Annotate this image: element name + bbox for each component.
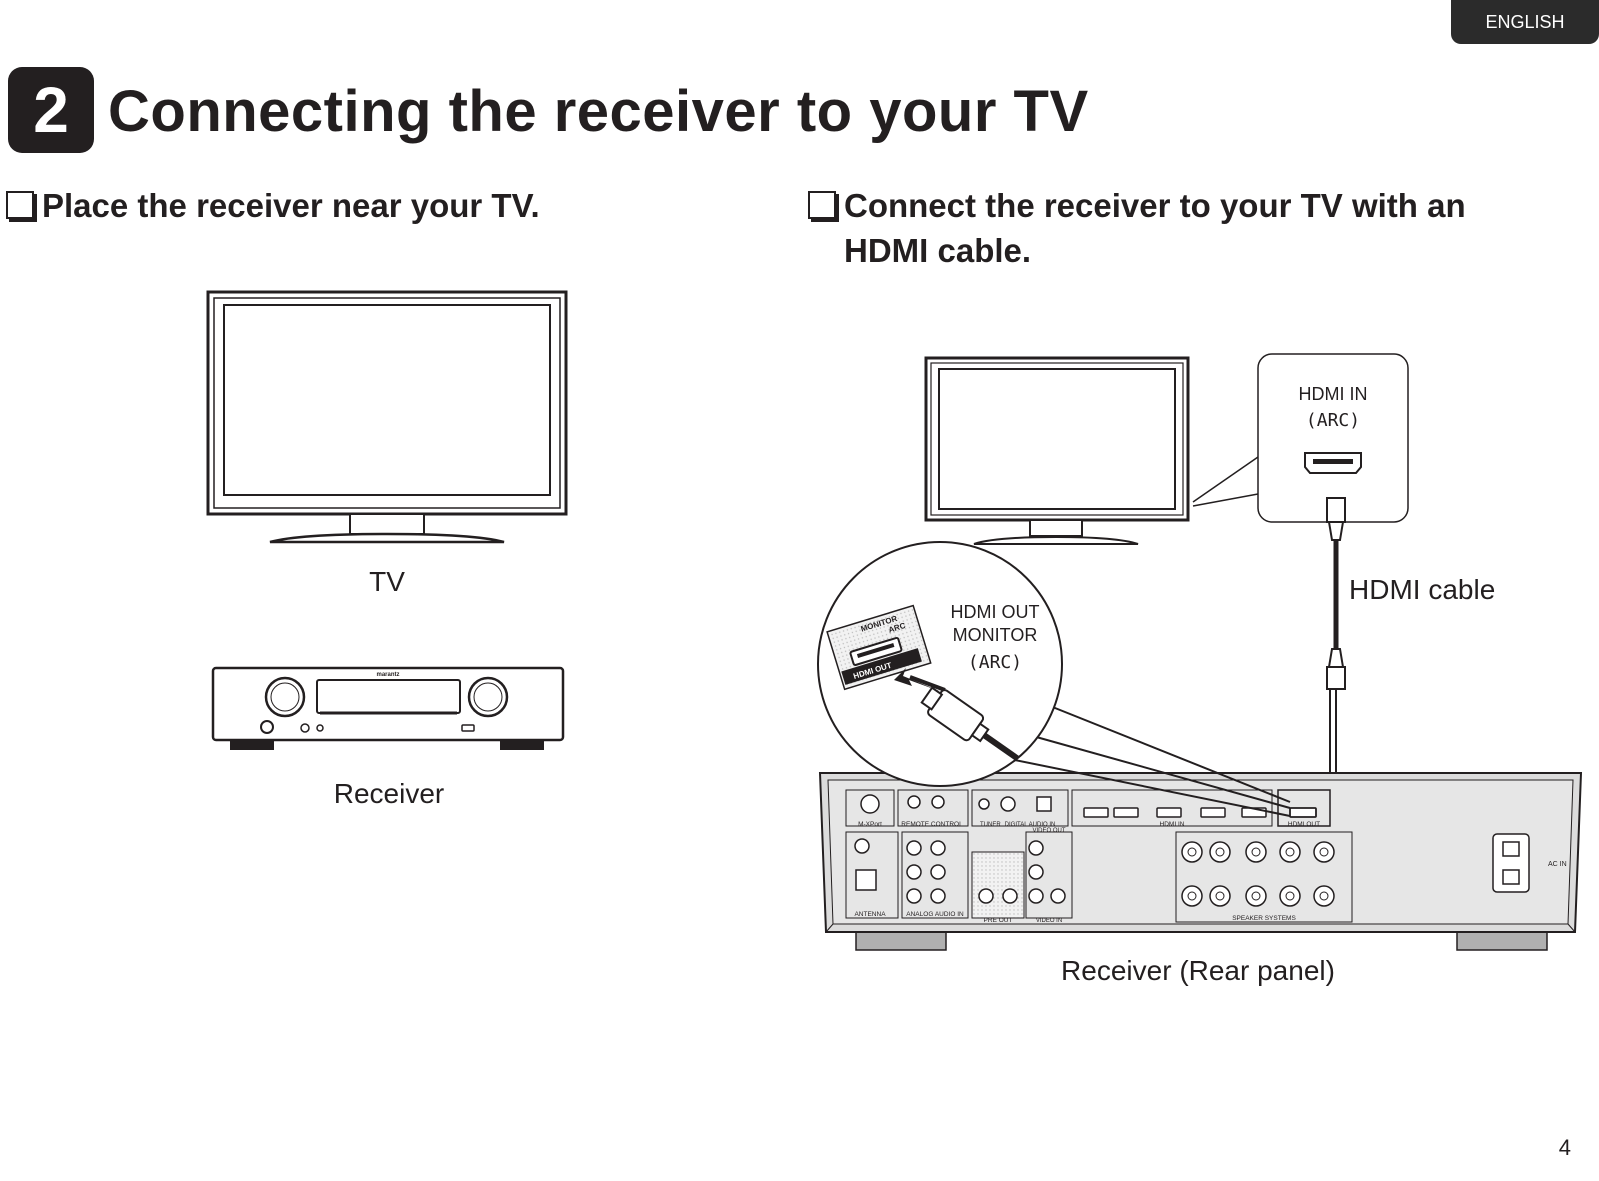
svg-text:AC IN: AC IN (1548, 861, 1567, 868)
svg-text:DIGITAL AUDIO IN: DIGITAL AUDIO IN (1005, 822, 1056, 828)
svg-text:TUNER: TUNER (980, 822, 1001, 828)
svg-text:PRE OUT: PRE OUT (984, 917, 1013, 924)
svg-text:HDMI OUT: HDMI OUT (1288, 821, 1320, 828)
page-number: 4 (1558, 1135, 1571, 1160)
language-tab[interactable]: ENGLISH (1451, 0, 1599, 44)
svg-text:SPEAKER SYSTEMS: SPEAKER SYSTEMS (1232, 915, 1296, 922)
svg-text:VIDEO OUT: VIDEO OUT (1032, 828, 1065, 834)
tv-illustration (206, 290, 568, 544)
receiver-rear-panel: M-XPort REMOTE CONTROL TUNER DIGITAL AUD… (818, 772, 1583, 951)
svg-text:ANTENNA: ANTENNA (854, 911, 886, 918)
receiver-front-illustration: marantz (211, 666, 565, 750)
hdmi-in-arc-label: (ARC) (1305, 410, 1361, 431)
hdmi-out-label: HDMI OUT (950, 602, 1040, 622)
instruction-text-line1: Connect the receiver to your TV with an (844, 187, 1466, 224)
receiver-brand-logo: marantz (376, 672, 399, 678)
monitor-label: MONITOR (952, 625, 1038, 645)
hdmi-cable (1326, 497, 1346, 788)
svg-text:ANALOG AUDIO IN: ANALOG AUDIO IN (906, 911, 964, 918)
svg-text:VIDEO IN: VIDEO IN (1036, 918, 1062, 924)
receiver-caption: Receiver (333, 778, 445, 809)
hdmi-out-closeup-callout: MONITOR ARC HDMI OUT (817, 541, 1291, 817)
tv-caption: TV (369, 566, 405, 597)
arc-label: (ARC) (967, 652, 1023, 673)
svg-text:M-XPort: M-XPort (858, 821, 882, 828)
svg-text:REMOTE CONTROL: REMOTE CONTROL (901, 821, 963, 828)
page-title: Connecting the receiver to your TV (108, 79, 1089, 144)
checkbox-icon (6, 191, 34, 219)
svg-text:HDMI IN: HDMI IN (1160, 821, 1185, 828)
checkbox-icon (808, 191, 836, 219)
hdmi-in-callout (1192, 353, 1409, 523)
instruction-place-receiver: Place the receiver near your TV. (6, 183, 540, 228)
step-number-badge: 2 (8, 67, 94, 153)
instruction-connect-hdmi: Connect the receiver to your TV with an … (808, 183, 1568, 273)
instruction-text-line2: HDMI cable. (844, 232, 1032, 269)
hdmi-cable-label: HDMI cable (1349, 574, 1496, 605)
tv-rear-illustration (924, 356, 1190, 545)
instruction-text: Place the receiver near your TV. (42, 187, 540, 224)
rear-panel-caption: Receiver (Rear panel) (1061, 955, 1335, 986)
hdmi-in-label: HDMI IN (1298, 384, 1368, 404)
